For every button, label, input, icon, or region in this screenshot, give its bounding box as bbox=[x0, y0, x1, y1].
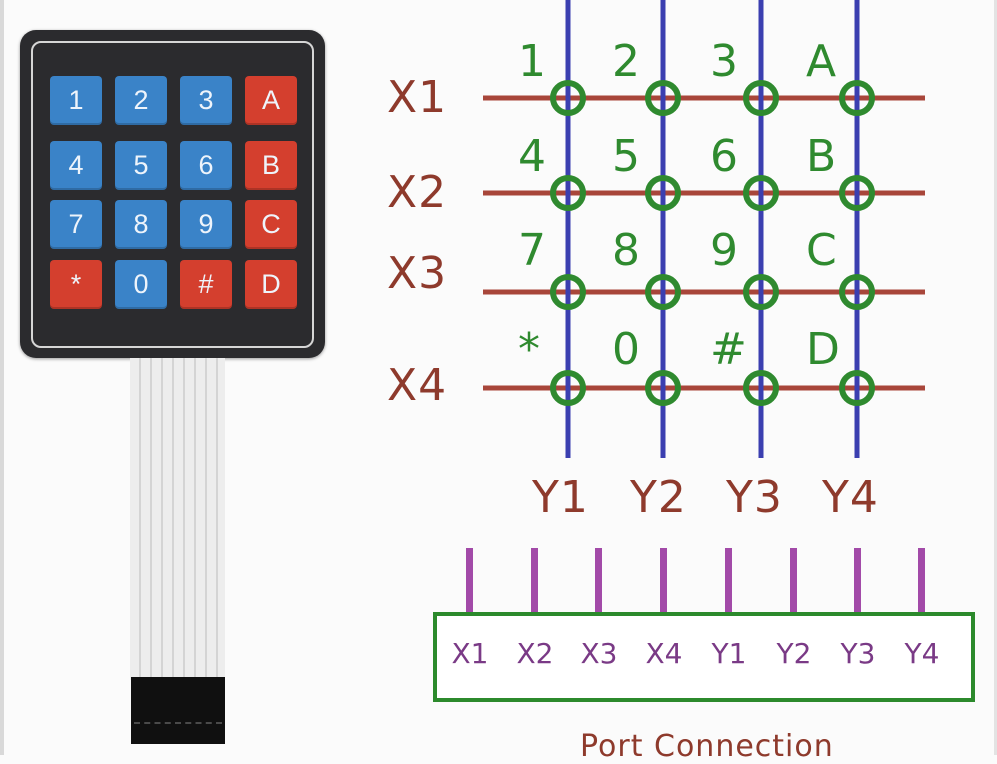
pin-label: Y2 bbox=[776, 637, 812, 670]
keypad-key: 9 bbox=[180, 200, 232, 249]
cell-glyph: 9 bbox=[710, 225, 738, 276]
keypad-key: C bbox=[245, 200, 297, 249]
cell-glyph: 1 bbox=[518, 36, 546, 87]
port-connection-title: Port Connection bbox=[580, 729, 834, 764]
intersection-node bbox=[550, 175, 586, 211]
cell-glyph: 6 bbox=[710, 131, 738, 182]
window-left-edge bbox=[0, 0, 4, 755]
keypad-key: 3 bbox=[180, 76, 232, 125]
cell-glyph: 4 bbox=[518, 131, 546, 182]
keypad-key: 2 bbox=[115, 76, 167, 125]
pin-label: X1 bbox=[451, 637, 489, 670]
keypad-key: # bbox=[180, 260, 232, 309]
port-pin bbox=[790, 548, 797, 618]
pin-label: X3 bbox=[580, 637, 618, 670]
row-label: X4 bbox=[387, 360, 448, 411]
intersection-node bbox=[645, 175, 681, 211]
row-label: X3 bbox=[387, 248, 448, 299]
cell-glyph: D bbox=[806, 324, 840, 375]
intersection-node bbox=[550, 274, 586, 310]
port-pin bbox=[595, 548, 602, 618]
column-label: Y4 bbox=[822, 472, 879, 523]
keypad-key: * bbox=[50, 260, 102, 309]
intersection-node bbox=[645, 370, 681, 406]
connector-seam bbox=[134, 722, 222, 724]
port-pin bbox=[854, 548, 861, 618]
intersection-node bbox=[743, 80, 779, 116]
port-connector-box bbox=[433, 612, 975, 702]
port-pin bbox=[660, 548, 667, 618]
intersection-node bbox=[645, 80, 681, 116]
cell-glyph: # bbox=[710, 324, 747, 375]
intersection-node bbox=[839, 80, 875, 116]
cell-glyph: A bbox=[806, 36, 837, 87]
column-label: Y3 bbox=[726, 472, 783, 523]
pin-label: X4 bbox=[645, 637, 683, 670]
intersection-node bbox=[839, 175, 875, 211]
cell-glyph: B bbox=[806, 131, 837, 182]
keypad-key: 5 bbox=[115, 141, 167, 190]
cell-glyph: 5 bbox=[612, 131, 640, 182]
keypad-key: 4 bbox=[50, 141, 102, 190]
ribbon-connector bbox=[131, 677, 225, 744]
intersection-node bbox=[550, 370, 586, 406]
keypad-key: 6 bbox=[180, 141, 232, 190]
pin-label: Y4 bbox=[904, 637, 940, 670]
cell-glyph: 3 bbox=[710, 36, 738, 87]
cell-glyph: * bbox=[518, 324, 540, 375]
row-label: X2 bbox=[387, 167, 448, 218]
port-pin bbox=[725, 548, 732, 618]
intersection-node bbox=[550, 80, 586, 116]
window-right-edge bbox=[994, 0, 997, 755]
column-label: Y1 bbox=[532, 472, 589, 523]
keypad-key: 8 bbox=[115, 200, 167, 249]
port-pin bbox=[918, 548, 925, 618]
intersection-node bbox=[743, 274, 779, 310]
keypad-key: D bbox=[245, 260, 297, 309]
intersection-node bbox=[839, 274, 875, 310]
pin-label: X2 bbox=[516, 637, 554, 670]
ribbon-cable bbox=[130, 358, 225, 680]
cell-glyph: 8 bbox=[612, 225, 640, 276]
keypad-key: 0 bbox=[115, 260, 167, 309]
cell-glyph: C bbox=[806, 225, 837, 276]
keypad-key: A bbox=[245, 76, 297, 125]
intersection-node bbox=[743, 175, 779, 211]
keypad-key: B bbox=[245, 141, 297, 190]
column-label: Y2 bbox=[630, 472, 687, 523]
keypad-border bbox=[31, 41, 314, 348]
cell-glyph: 7 bbox=[518, 225, 546, 276]
keypad-key: 7 bbox=[50, 200, 102, 249]
pin-label: Y1 bbox=[711, 637, 747, 670]
keypad-key: 1 bbox=[50, 76, 102, 125]
intersection-node bbox=[645, 274, 681, 310]
intersection-node bbox=[839, 370, 875, 406]
pin-label: Y3 bbox=[840, 637, 876, 670]
intersection-node bbox=[743, 370, 779, 406]
port-pin bbox=[466, 548, 473, 618]
port-pin bbox=[531, 548, 538, 618]
cell-glyph: 0 bbox=[612, 324, 640, 375]
cell-glyph: 2 bbox=[612, 36, 640, 87]
row-label: X1 bbox=[387, 72, 448, 123]
